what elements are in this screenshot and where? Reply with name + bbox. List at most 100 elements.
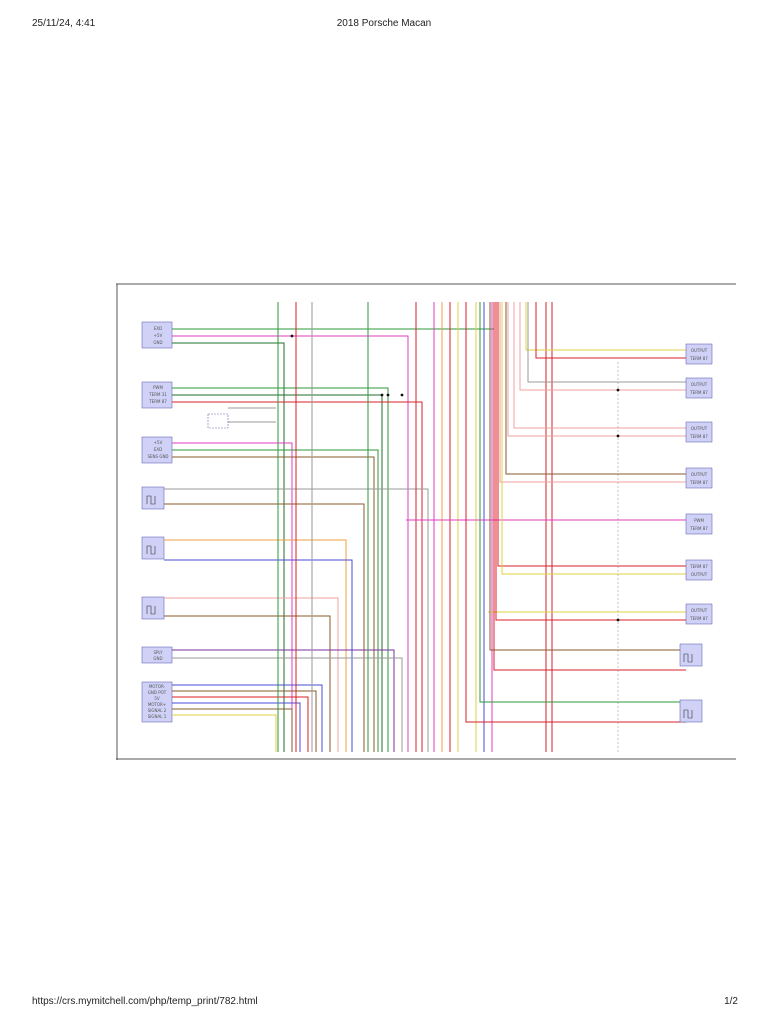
pin-label: SIGNAL 1 bbox=[148, 714, 167, 719]
component-block bbox=[685, 343, 713, 365]
wire bbox=[505, 302, 686, 475]
pin-label: PWM bbox=[694, 518, 704, 523]
wire bbox=[513, 302, 686, 429]
pin-label: OUTPUT bbox=[691, 348, 708, 353]
sensor-symbol bbox=[146, 545, 156, 555]
source-url[interactable]: https://crs.mymitchell.com/php/temp_prin… bbox=[32, 996, 258, 1007]
component-block bbox=[141, 486, 165, 510]
pin-label: PWM bbox=[153, 385, 163, 390]
wire bbox=[172, 649, 395, 752]
component-block bbox=[679, 699, 703, 723]
wire bbox=[164, 615, 331, 752]
pin-label: 5V bbox=[154, 696, 160, 701]
pin-label: OUTPUT bbox=[691, 572, 708, 577]
splice-dot bbox=[290, 334, 294, 338]
wire bbox=[172, 442, 293, 752]
pin-label: EXD bbox=[154, 326, 162, 331]
wire bbox=[493, 302, 686, 671]
page-indicator: 1/2 bbox=[724, 996, 738, 1007]
wire bbox=[172, 394, 383, 752]
pin-label: OUTPUT bbox=[691, 472, 708, 477]
page-title: 2018 Porsche Macan bbox=[336, 18, 432, 29]
wire bbox=[507, 302, 686, 437]
wire bbox=[172, 401, 423, 752]
pin-label: OUTPUT bbox=[691, 382, 708, 387]
splice-dot bbox=[380, 393, 384, 397]
wire bbox=[172, 657, 403, 752]
pin-label: TERM 31 bbox=[148, 392, 167, 397]
pin-label: GND bbox=[153, 656, 162, 661]
wire bbox=[172, 690, 317, 752]
wire bbox=[479, 302, 686, 703]
wire bbox=[172, 696, 309, 752]
pin-label: OUTPUT bbox=[691, 426, 708, 431]
splice-dot bbox=[616, 618, 620, 622]
wire bbox=[497, 302, 686, 567]
sensor-symbol bbox=[146, 605, 156, 615]
component-block bbox=[685, 421, 713, 443]
wiring-diagram: EXD +5V GND PWM TERM 31 TERM 87 +5V EXD … bbox=[116, 283, 736, 760]
wire bbox=[172, 684, 323, 752]
wire bbox=[489, 302, 686, 651]
component-block bbox=[685, 467, 713, 489]
pin-label: TERM 87 bbox=[689, 480, 708, 485]
wire bbox=[164, 488, 429, 752]
pin-label: TERM 87 bbox=[689, 356, 708, 361]
pin-label: SIGNAL 2 bbox=[148, 708, 167, 713]
component-block bbox=[685, 559, 713, 581]
wire bbox=[525, 302, 686, 351]
right-pin-labels: OUTPUT TERM 87 OUTPUT TERM 87 OUTPUT TER… bbox=[689, 348, 708, 621]
pin-label: TERM 87 bbox=[689, 390, 708, 395]
component-block bbox=[141, 436, 173, 464]
pin-label: OUTPUT bbox=[691, 608, 708, 613]
pin-label: GND bbox=[153, 340, 162, 345]
wire bbox=[164, 597, 339, 752]
pin-label: MOTOR- bbox=[149, 684, 166, 689]
pin-label: SPLY bbox=[153, 650, 163, 655]
wire bbox=[535, 302, 686, 359]
wire bbox=[172, 708, 293, 752]
sensor-symbol bbox=[683, 709, 693, 719]
wire bbox=[172, 335, 409, 752]
pin-label: EXD bbox=[154, 447, 162, 452]
wire-harness bbox=[164, 302, 686, 752]
left-components bbox=[141, 321, 173, 723]
wire bbox=[172, 449, 379, 752]
pin-label: TERM 87 bbox=[689, 616, 708, 621]
component-block bbox=[685, 377, 713, 399]
component-block bbox=[141, 536, 165, 560]
wire bbox=[172, 387, 389, 752]
component-block bbox=[685, 513, 713, 535]
pin-label: +5V bbox=[154, 333, 163, 338]
wire bbox=[164, 539, 347, 752]
right-components bbox=[679, 343, 713, 723]
pin-label: TERM 87 bbox=[148, 399, 167, 404]
sensor-symbol bbox=[683, 653, 693, 663]
wire bbox=[465, 302, 686, 723]
component-block bbox=[685, 603, 713, 625]
wire bbox=[164, 503, 365, 752]
pin-label: TERM 87 bbox=[689, 564, 708, 569]
sensor-symbol bbox=[146, 495, 156, 505]
component-block bbox=[141, 681, 173, 723]
wire bbox=[172, 714, 277, 752]
splice-dot bbox=[616, 434, 620, 438]
wire bbox=[495, 302, 686, 621]
wire bbox=[499, 302, 686, 483]
wire bbox=[172, 702, 301, 752]
pin-label: TERM 87 bbox=[689, 434, 708, 439]
print-date-time: 25/11/24, 4:41 bbox=[32, 18, 96, 29]
component-block bbox=[679, 643, 703, 667]
wire bbox=[527, 302, 686, 383]
left-pin-labels: EXD +5V GND PWM TERM 31 TERM 87 +5V EXD … bbox=[147, 326, 168, 719]
pin-label: MOTOR+ bbox=[148, 702, 166, 707]
splice-points bbox=[290, 334, 620, 622]
wire bbox=[172, 456, 375, 752]
component-block bbox=[141, 596, 165, 620]
pin-label: SENS GND bbox=[147, 454, 168, 459]
wire bbox=[501, 302, 686, 575]
relay-box bbox=[207, 413, 229, 429]
pin-label: +5V bbox=[154, 440, 163, 445]
pin-label: TERM 87 bbox=[689, 526, 708, 531]
wire bbox=[164, 559, 353, 752]
